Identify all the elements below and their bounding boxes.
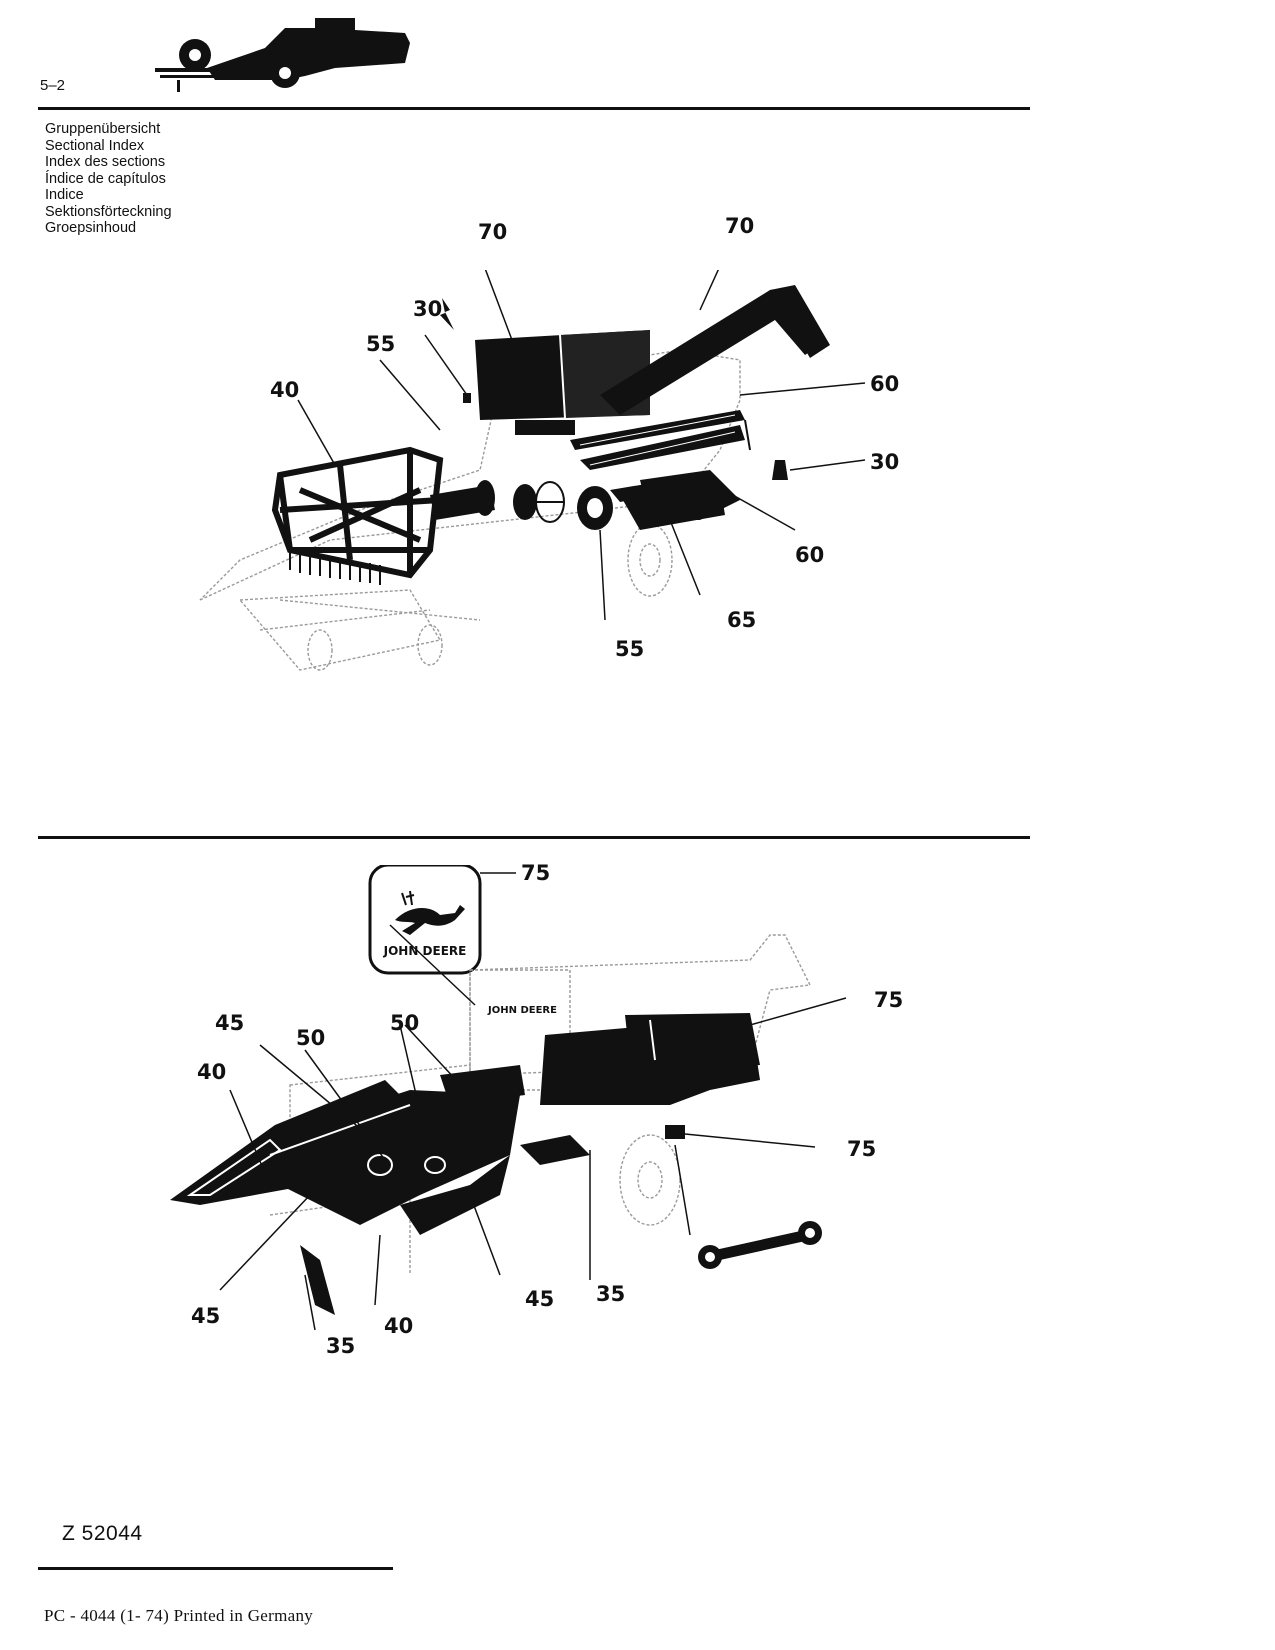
title-spanish: Índice de capítulos	[45, 170, 166, 187]
footer-rule	[38, 1567, 393, 1570]
callout-75: 75	[874, 988, 904, 1012]
svg-text:JOHN DEERE: JOHN DEERE	[383, 944, 467, 958]
wrench-icon	[698, 1221, 822, 1269]
callout-50: 50	[390, 1011, 420, 1035]
section-divider-rule	[38, 836, 1030, 839]
callout-70: 70	[725, 214, 755, 238]
page-number: 5–2	[40, 77, 66, 94]
callout-40: 40	[197, 1060, 227, 1084]
callout-45: 45	[525, 1287, 555, 1311]
section-titles: Gruppenübersicht Sectional Index Index d…	[45, 121, 172, 237]
title-swedish: Sektionsförteckning	[45, 203, 172, 220]
callout-40: 40	[270, 378, 300, 402]
callout-35: 35	[326, 1334, 356, 1358]
exploded-combine-illustration	[199, 270, 866, 671]
title-english: Sectional Index	[45, 137, 145, 154]
callout-65: 65	[727, 608, 757, 632]
svg-text:JOHN DEERE: JOHN DEERE	[487, 1005, 557, 1016]
callout-55: 55	[615, 637, 645, 661]
callout-60: 60	[795, 543, 825, 567]
callout-50: 50	[296, 1026, 326, 1050]
combine-header-icon	[155, 18, 410, 92]
callout-75: 75	[521, 861, 551, 885]
callout-60: 60	[870, 372, 900, 396]
title-french: Index des sections	[45, 154, 166, 170]
callout-45: 45	[191, 1304, 221, 1328]
callout-35: 35	[596, 1282, 626, 1306]
header-rule	[38, 107, 1030, 110]
title-dutch: Groepsinhoud	[45, 220, 137, 236]
figure-id: Z 52044	[62, 1522, 143, 1545]
callout-40: 40	[384, 1314, 414, 1338]
callout-70: 70	[478, 220, 508, 244]
john-deere-logo-icon: JOHN DEERE	[368, 865, 482, 975]
title-german: Gruppenübersicht	[45, 121, 161, 137]
callout-75: 75	[847, 1137, 877, 1161]
callout-30: 30	[870, 450, 900, 474]
footer-print-info: PC - 4044 (1- 74) Printed in Germany	[44, 1606, 314, 1625]
callout-45: 45	[215, 1011, 245, 1035]
callout-55: 55	[366, 332, 396, 356]
combine-corn-head-illustration: JOHN DEERE JOHN DEERE	[170, 865, 847, 1331]
title-italian: Indice	[45, 187, 84, 203]
callout-30: 30	[413, 297, 443, 321]
